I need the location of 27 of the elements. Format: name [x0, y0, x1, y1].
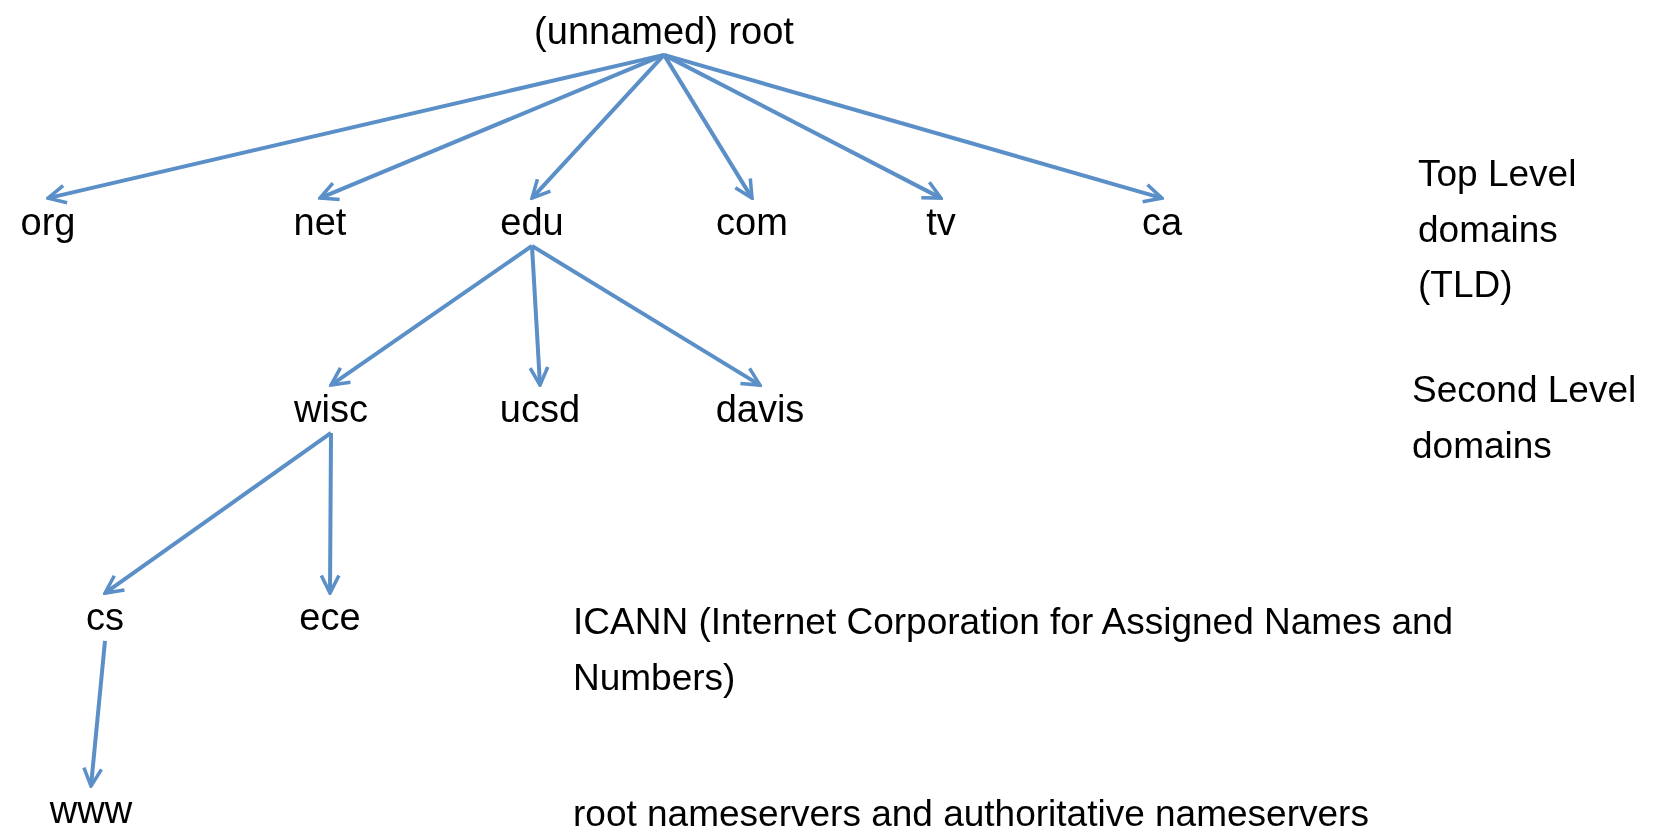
domain-label: (unnamed) root: [534, 11, 794, 53]
arrow: [528, 245, 550, 387]
arrow: [318, 53, 665, 202]
annotation-text: ICANN (Internet Corporation for Assigned Names and Numbers): [573, 600, 1455, 700]
domain-label: ucsd: [499, 389, 581, 431]
domain-label: wisc: [294, 389, 368, 431]
domain-label: ca: [1141, 202, 1183, 244]
domain-label: www: [49, 790, 133, 829]
annotation-text: Top Level domains (TLD): [1418, 152, 1578, 307]
domain-label: davis: [715, 389, 805, 431]
arrow: [530, 244, 762, 387]
domain-label: com: [716, 202, 788, 244]
domain-label: ece: [299, 597, 361, 639]
arrow: [663, 52, 1164, 204]
arrow: [319, 432, 341, 595]
domain-label: tv: [926, 202, 956, 244]
arrow: [46, 52, 665, 205]
domain-label: org: [20, 202, 76, 244]
annotation-text: root nameservers and authoritative nameservers: [573, 792, 1370, 829]
arrow: [103, 431, 333, 595]
arrow: [329, 244, 534, 387]
domain-label: cs: [86, 597, 124, 639]
arrow: [663, 53, 943, 200]
annotation-text: Second Level domains: [1412, 368, 1638, 468]
arrow: [82, 640, 107, 788]
domain-label: edu: [500, 202, 564, 244]
domain-label: net: [293, 202, 347, 244]
